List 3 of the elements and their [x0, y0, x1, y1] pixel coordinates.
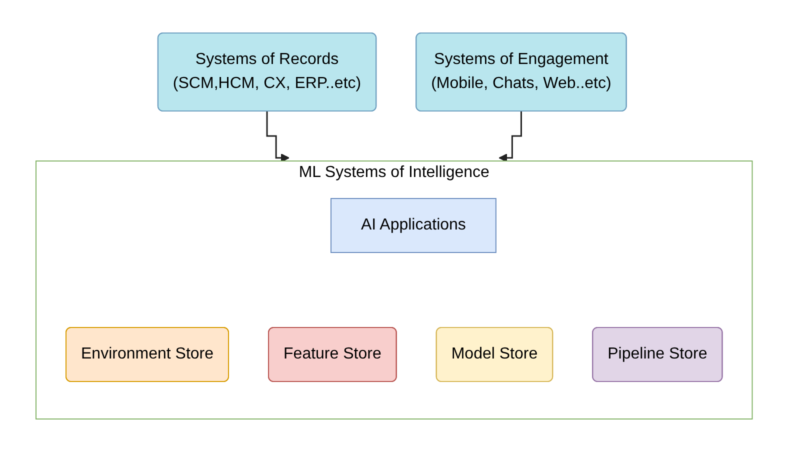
arrow	[266, 110, 290, 162]
node-box: AI Applications	[330, 198, 496, 252]
arrow	[498, 110, 522, 162]
